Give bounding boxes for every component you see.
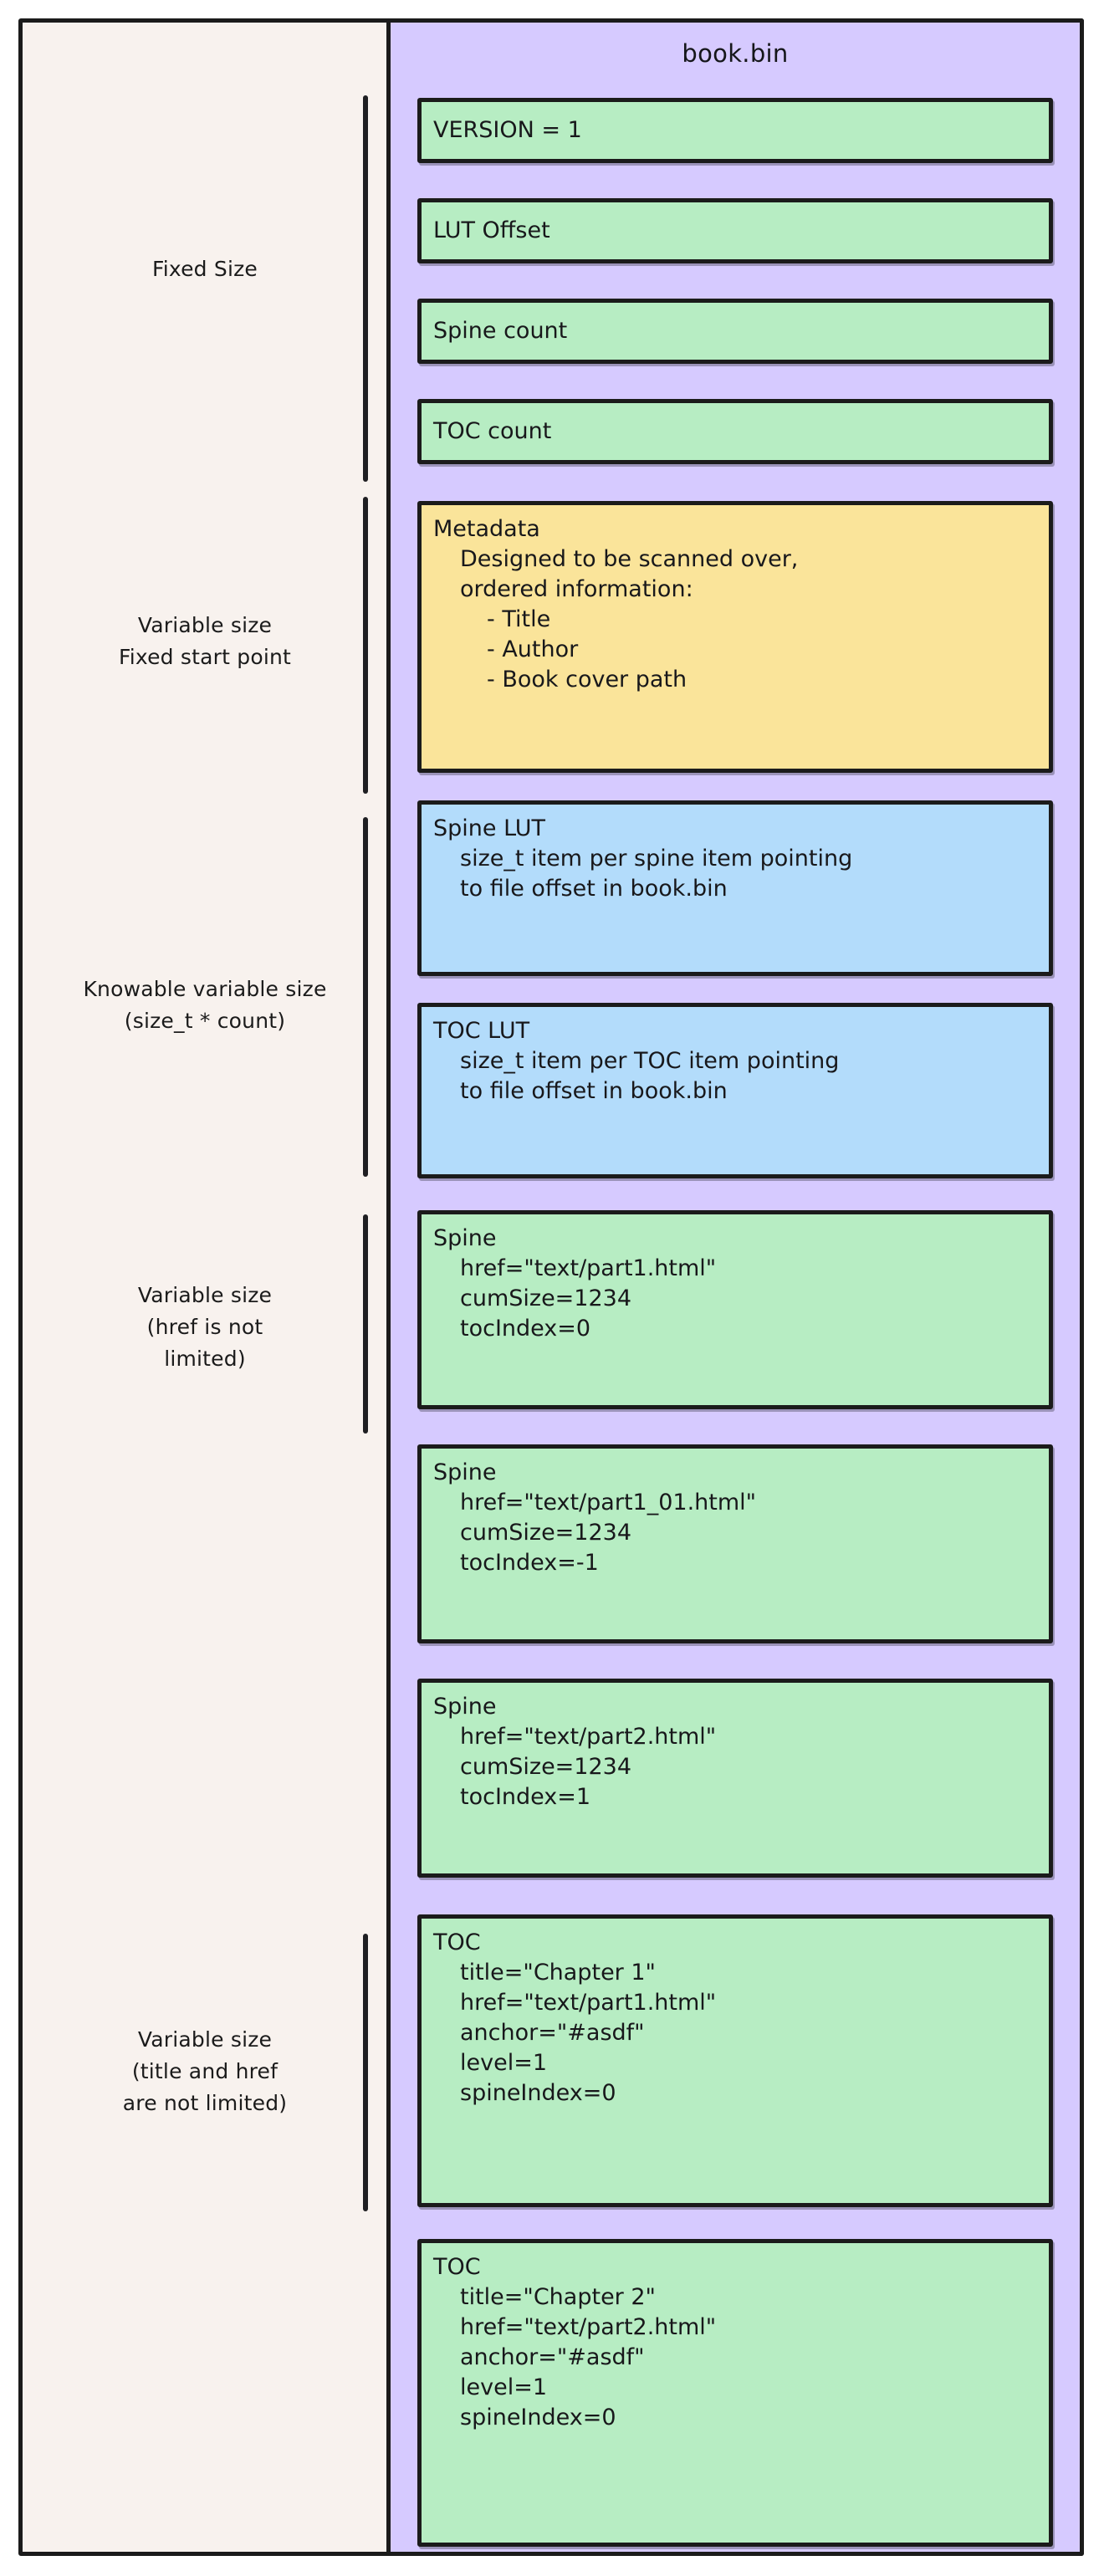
toc-record-1-line: title="Chapter 1": [460, 1960, 656, 1986]
spine-record-2: Spine href="text/part1_01.html" cumSize=12…: [417, 1444, 1053, 1643]
group-bracket-4: [363, 1214, 368, 1434]
spine-record-3: Spine href="text/part2.html" cumSize=1234 t…: [417, 1679, 1053, 1878]
spine-record-1-title: Spine: [433, 1225, 497, 1251]
group-bracket-3: [363, 817, 368, 1177]
toc-record-2-line: title="Chapter 2": [460, 2284, 656, 2310]
spine-record-1: Spine href="text/part1.html" cumSize=1234 t…: [417, 1210, 1053, 1409]
spine-lut-record-title: Spine LUT: [433, 815, 546, 841]
file-title: book.bin: [682, 39, 789, 68]
group-label-2: Variable size Fixed start point: [118, 613, 292, 669]
toc-lut-record-title: TOC LUT: [433, 1018, 530, 1044]
toc-lut-record: TOC LUT size_t item per TOC item pointing…: [417, 1003, 1053, 1178]
spine-count-record-title: Spine count: [433, 318, 568, 344]
spine-record-2-line: tocIndex=-1: [460, 1550, 599, 1576]
spine-lut-record: Spine LUT size_t item per spine item poin…: [417, 800, 1053, 976]
metadata-record-line: - Title: [487, 606, 551, 632]
spine-record-2-line: href="text/part1_01.html": [460, 1490, 757, 1515]
toc-lut-record-line: size_t item per TOC item pointing: [460, 1048, 840, 1074]
toc-record-1-title: TOC: [433, 1929, 481, 1955]
spine-count-record: Spine count: [417, 299, 1053, 364]
group-label-5: Variable size (title and href are not li…: [122, 2027, 288, 2115]
toc-record-2-line: anchor="#asdf": [460, 2344, 645, 2370]
group-bracket-2: [363, 497, 368, 794]
spine-lut-record-line: size_t item per spine item pointing: [460, 846, 853, 871]
lut-offset-record: LUT Offset: [417, 198, 1053, 263]
toc-record-2: TOC title="Chapter 2" href="text/part2.htm…: [417, 2239, 1053, 2547]
toc-lut-record-line: to file offset in book.bin: [460, 1078, 728, 1104]
spine-record-1-line: tocIndex=0: [460, 1316, 591, 1342]
spine-record-3-line: cumSize=1234: [460, 1754, 632, 1780]
metadata-record-title: Metadata: [433, 516, 540, 542]
toc-count-record: TOC count: [417, 399, 1053, 464]
group-label-1: Fixed Size: [151, 257, 258, 281]
version-record-title: VERSION = 1: [433, 117, 582, 143]
spine-record-3-title: Spine: [433, 1694, 497, 1720]
toc-record-2-line: href="text/part2.html": [460, 2314, 717, 2340]
metadata-record-line: ordered information:: [460, 576, 693, 602]
lut-offset-record-title: LUT Offset: [433, 217, 550, 243]
group-label-4: Variable size (href is not limited): [137, 1283, 273, 1371]
toc-count-record-title: TOC count: [433, 418, 552, 444]
spine-record-2-title: Spine: [433, 1459, 497, 1485]
spine-record-3-line: href="text/part2.html": [460, 1724, 717, 1750]
group-bracket-5: [363, 1934, 368, 2211]
spine-record-3-line: tocIndex=1: [460, 1784, 591, 1810]
toc-record-2-title: TOC: [433, 2254, 481, 2280]
metadata-record-line: Designed to be scanned over,: [460, 546, 799, 572]
toc-record-2-line: level=1: [460, 2374, 548, 2400]
version-record: VERSION = 1: [417, 98, 1053, 163]
spine-record-1-line: cumSize=1234: [460, 1285, 632, 1311]
metadata-record-line: - Book cover path: [487, 667, 687, 693]
metadata-record-line: - Author: [487, 636, 579, 662]
toc-record-2-line: spineIndex=0: [460, 2405, 616, 2430]
toc-record-1-line: anchor="#asdf": [460, 2020, 645, 2046]
spine-lut-record-line: to file offset in book.bin: [460, 876, 728, 902]
toc-record-1-line: href="text/part1.html": [460, 1990, 717, 2016]
toc-record-1-line: level=1: [460, 2050, 548, 2076]
group-label-3: Knowable variable size (size_t * count): [83, 977, 327, 1033]
toc-record-1: TOC title="Chapter 1" href="text/part1.htm…: [417, 1914, 1053, 2207]
spine-record-1-line: href="text/part1.html": [460, 1255, 717, 1281]
spine-record-2-line: cumSize=1234: [460, 1520, 632, 1546]
toc-record-1-line: spineIndex=0: [460, 2080, 616, 2106]
group-bracket-1: [363, 95, 368, 482]
